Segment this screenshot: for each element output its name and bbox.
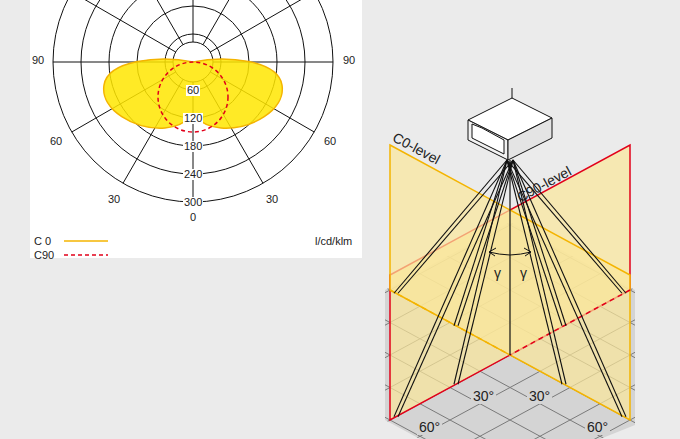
legend-row: C 0 — [34, 234, 110, 248]
legend-line — [64, 240, 108, 242]
light-ray — [507, 160, 622, 417]
light-ray — [507, 160, 622, 293]
polar-spoke — [123, 0, 183, 45]
polar-ring — [53, 0, 333, 202]
light-ray — [458, 160, 513, 384]
legend-line — [64, 254, 108, 256]
floor-grid — [30, 95, 680, 439]
angle-label: 60° — [417, 419, 442, 435]
light-ray — [454, 160, 507, 384]
angle-label: 60 — [50, 136, 62, 147]
arrow-head — [524, 248, 531, 256]
polar-grid — [53, 0, 333, 202]
legend-sample — [62, 236, 110, 246]
intensity-value: 120 — [183, 113, 203, 124]
angle-label: 30 — [108, 194, 120, 205]
legend-text: C90 — [34, 249, 62, 261]
angle-arcs — [489, 248, 531, 256]
polar-spoke — [72, 0, 176, 52]
arrow-head — [489, 248, 496, 256]
intensity-value: 300 — [183, 197, 203, 208]
light-ray — [394, 160, 507, 417]
angle-label: 30° — [471, 388, 496, 404]
luminaire-side — [468, 120, 508, 160]
angle-label: 90 — [32, 55, 44, 66]
legend: C 0C90 — [34, 234, 110, 262]
c0-plane — [390, 145, 630, 420]
light-rays — [394, 160, 626, 417]
luminaire-end-cap — [472, 124, 504, 154]
light-ray — [513, 160, 626, 293]
legend-text: C 0 — [34, 235, 62, 247]
legend-row: C90 — [34, 248, 110, 262]
intensity-value: 240 — [183, 169, 203, 180]
angle-label: 30° — [527, 388, 552, 404]
polar-spoke — [203, 0, 263, 45]
unit-label: l/cd/klm — [315, 236, 352, 247]
angle-label: 60° — [585, 419, 610, 435]
luminaire — [468, 88, 552, 160]
luminaire-front — [508, 118, 552, 160]
light-ray — [454, 160, 507, 326]
angle-label: 60 — [324, 136, 336, 147]
nadir-line — [509, 160, 510, 355]
light-ray — [394, 160, 507, 293]
light-ray — [513, 160, 626, 417]
gamma-symbol: γ — [520, 266, 527, 280]
c0-curve — [104, 59, 283, 128]
light-ray — [398, 160, 513, 417]
intensity-value: 60 — [186, 85, 200, 96]
chart-panel — [30, 0, 362, 258]
c90-curve — [158, 62, 228, 132]
polar-spoke — [210, 0, 314, 52]
light-ray — [398, 160, 513, 293]
c90-plane — [390, 145, 630, 420]
gamma-symbol: γ — [494, 266, 501, 280]
angle-label: 0 — [190, 212, 196, 223]
angle-label: 30 — [266, 194, 278, 205]
floor — [30, 95, 680, 439]
legend-sample — [62, 250, 110, 260]
angle-label: 90 — [343, 55, 355, 66]
intensity-value: 180 — [183, 141, 203, 152]
polar-spoke — [193, 0, 194, 42]
